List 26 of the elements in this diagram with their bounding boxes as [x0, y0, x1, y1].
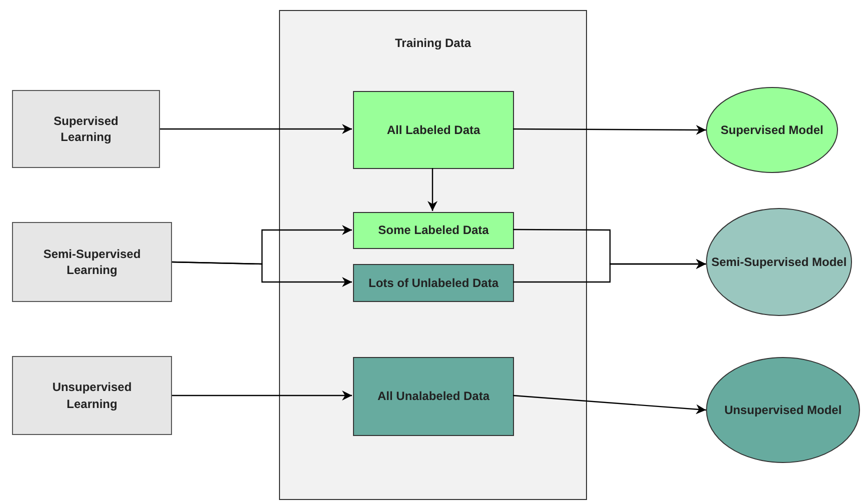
data-box: [353, 91, 514, 169]
arrow: [172, 390, 352, 400]
arrow: [513, 124, 706, 135]
data-box: [353, 212, 514, 249]
process-box: [12, 356, 172, 435]
container-title: Training Data: [394, 35, 472, 52]
data-box: [353, 264, 514, 302]
node-label: Unsupervised Learning: [51, 379, 133, 412]
arrow: [513, 259, 706, 283]
node-label: All Unalabeled Data: [376, 388, 491, 405]
arrow: [160, 124, 352, 134]
node-label: Supervised Learning: [52, 112, 120, 146]
node-label: Semi-Supervised Model: [710, 254, 848, 270]
data-box: [353, 357, 514, 436]
node-label: All Labeled Data: [386, 122, 482, 138]
node-label: Supervised Model: [720, 122, 824, 138]
node-label: Some Labeled Data: [377, 222, 490, 239]
process-box: [12, 90, 160, 168]
process-box: [12, 222, 172, 302]
node-label: Semi-Supervised Learning: [42, 246, 142, 278]
arrow: [172, 261, 352, 287]
arrow: [512, 394, 706, 414]
arrow: [428, 168, 438, 211]
node-label: Unsupervised Model: [723, 402, 843, 418]
node-label: Lots of Unlabeled Data: [367, 274, 500, 292]
container-box: [279, 10, 587, 500]
